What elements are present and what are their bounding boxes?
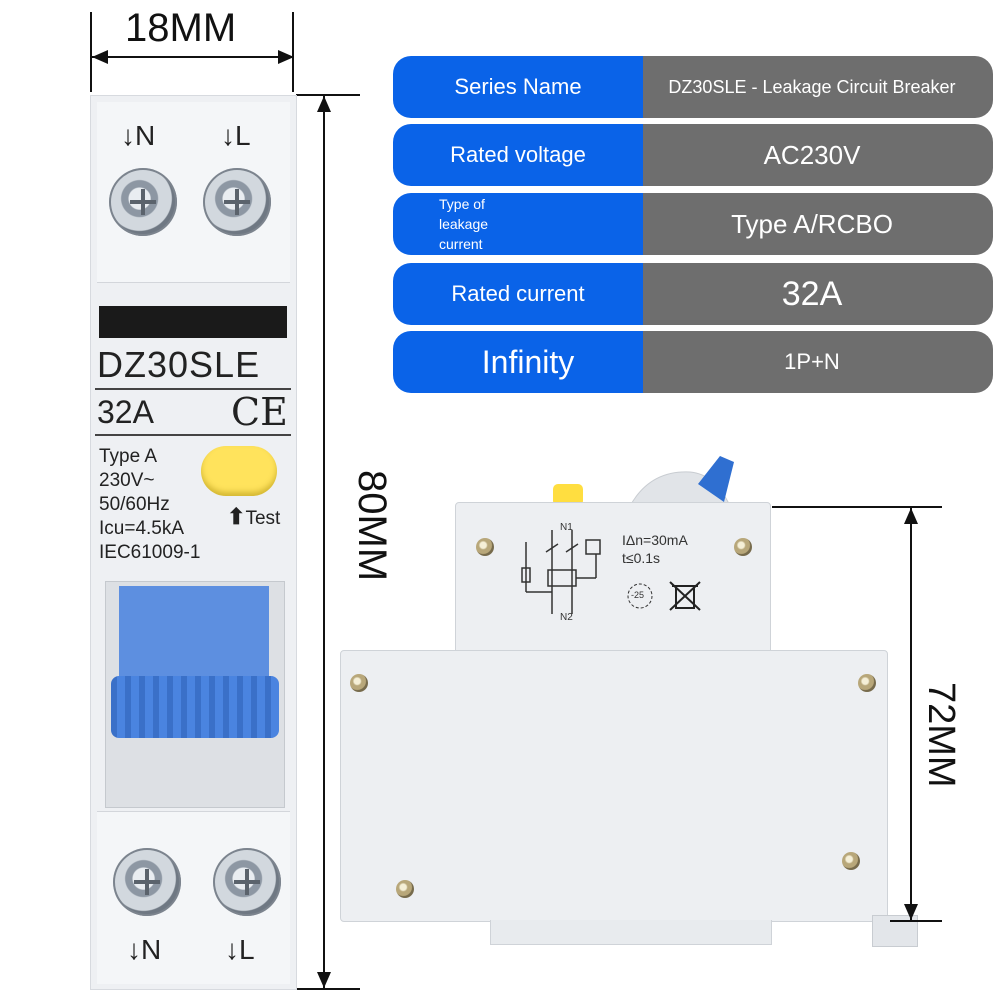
top-left-terminal-label: ↓N	[121, 120, 156, 151]
width-dim-arrows	[92, 50, 294, 64]
width-dim-tick-right	[292, 12, 294, 92]
spec-value-voltage: AC230V	[631, 124, 993, 186]
down-arrow-icon: ↓	[221, 120, 235, 151]
breaker-front-view: ↓N ↓L DZ30SLE 32A CE Type A 230V~ 50/60H…	[90, 95, 297, 990]
rivet-icon	[350, 674, 368, 692]
model-label: DZ30SLE	[97, 344, 261, 385]
top-right-screw-icon	[203, 168, 271, 236]
divider-line	[95, 434, 291, 436]
spec-row-current: 32A Rated current	[393, 263, 993, 325]
current-label: 32A	[97, 394, 154, 430]
temperature-symbol-icon	[627, 583, 653, 609]
rivet-icon	[396, 880, 414, 898]
ce-mark-icon: CE	[231, 390, 288, 434]
test-label: ⬆Test	[227, 504, 281, 529]
test-button[interactable]	[201, 446, 277, 496]
bottom-left-terminal-label: ↓N	[127, 934, 162, 965]
width-dimension-label: 18MM	[125, 6, 237, 50]
height-dim-tick-top	[296, 94, 360, 96]
down-arrow-icon: ↓	[127, 934, 141, 965]
icu-label: Icu=4.5kA	[99, 518, 185, 539]
n2-label: N2	[560, 612, 573, 623]
width-dim-line	[92, 56, 292, 58]
spec-key-leakage: Type of leakage current	[393, 193, 643, 255]
side-dim-arrows	[904, 508, 918, 920]
height-dim-arrows	[317, 96, 331, 988]
rivet-icon	[476, 538, 494, 556]
frequency-label: 50/60Hz	[99, 494, 170, 515]
side-toggle-knob-icon	[629, 456, 734, 507]
n1-label: N1	[560, 522, 573, 533]
side-yellow-test-button	[553, 484, 583, 506]
down-arrow-icon: ↓	[121, 120, 135, 151]
width-dim-tick-left	[90, 12, 92, 92]
spec-key-voltage: Rated voltage	[393, 124, 643, 186]
rivet-icon	[842, 852, 860, 870]
height-dim-line	[323, 96, 325, 988]
spec-row-voltage: AC230V Rated voltage	[393, 124, 993, 186]
height-dimension-label: 80MM	[350, 470, 394, 582]
spec-key-current: Rated current	[393, 263, 643, 325]
bottom-left-screw-icon	[113, 848, 181, 916]
spec-value-current: 32A	[631, 263, 993, 325]
breaker-toggle-handle[interactable]	[111, 676, 279, 738]
side-dim-line	[910, 508, 912, 920]
trip-time-label: t≤0.1s	[622, 550, 661, 566]
spec-value-series: DZ30SLE - Leakage Circuit Breaker	[631, 56, 993, 118]
bottom-right-terminal-label: ↓L	[225, 934, 255, 965]
side-upper-body	[455, 502, 771, 652]
spec-key-poles: Infinity	[393, 331, 643, 393]
black-label-strip	[99, 306, 287, 338]
height-dim-tick-bottom	[296, 988, 360, 990]
rivet-icon	[734, 538, 752, 556]
side-height-dimension-label: 72MM	[920, 682, 962, 788]
voltage-label: 230V~	[99, 470, 155, 491]
bottom-right-screw-icon	[213, 848, 281, 916]
spec-row-poles: 1P+N Infinity	[393, 331, 993, 393]
weee-bin-icon	[669, 581, 701, 611]
standard-label: IEC61009-1	[99, 542, 201, 563]
type-label: Type A	[99, 446, 158, 467]
bottom-foot	[490, 920, 772, 945]
top-right-terminal-label: ↓L	[221, 120, 251, 151]
down-arrow-icon: ↓	[225, 934, 239, 965]
leak-rating-label: IΔn=30mA	[622, 532, 688, 548]
top-left-screw-icon	[109, 168, 177, 236]
rivet-icon	[858, 674, 876, 692]
side-dim-tick-top	[772, 506, 942, 508]
side-lower-body	[340, 650, 888, 922]
circuit-diagram-icon	[521, 530, 601, 614]
spec-row-series: DZ30SLE - Leakage Circuit Breaker Series…	[393, 56, 993, 118]
spec-value-poles: 1P+N	[631, 331, 993, 393]
divider-line	[95, 388, 291, 390]
spec-key-series: Series Name	[393, 56, 643, 118]
side-dim-tick-bottom	[890, 920, 942, 922]
spec-row-leakage: Type A/RCBO Type of leakage current	[393, 193, 993, 255]
spec-value-leakage: Type A/RCBO	[631, 193, 993, 255]
temperature-label: -25	[631, 590, 645, 600]
up-arrow-icon: ⬆	[227, 504, 246, 529]
